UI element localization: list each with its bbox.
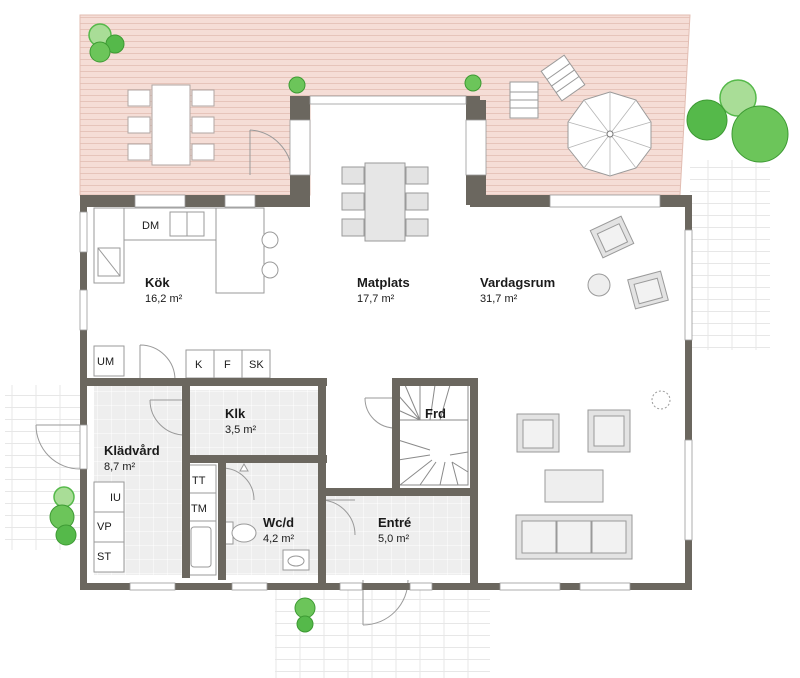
shrub-icon <box>288 76 306 94</box>
room-klk: Klk 3,5 m² <box>225 406 257 436</box>
room-wcd-area: 4,2 m² <box>263 533 295 545</box>
drying-cabinet-label: TM <box>191 503 207 515</box>
room-matplats-name: Matplats <box>357 275 410 290</box>
sun-loungers <box>509 54 586 119</box>
room-kok: Kök 16,2 m² <box>145 275 183 305</box>
room-entre: Entré 5,0 m² <box>378 515 411 545</box>
appliance-labels: DM UM K F SK TT TM IU VP ST <box>97 220 264 563</box>
fridge-label: K <box>195 359 203 371</box>
living-room-furniture <box>515 215 671 560</box>
room-kladvard: Klädvård 8,7 m² <box>104 443 160 473</box>
shrub-icon <box>464 74 482 92</box>
room-frd: Frd <box>425 406 446 421</box>
room-klk-area: 3,5 m² <box>225 424 257 436</box>
room-vardagsrum-name: Vardagsrum <box>480 275 555 290</box>
tree-icon <box>88 23 125 63</box>
storage-label: ST <box>97 551 111 563</box>
parasol <box>567 91 652 177</box>
heat-pump-label: VP <box>97 521 112 533</box>
room-matplats: Matplats 17,7 m² <box>357 275 410 305</box>
dryer-label: TT <box>192 475 206 487</box>
room-wcd-name: Wc/d <box>263 515 294 530</box>
room-frd-name: Frd <box>425 406 446 421</box>
room-klk-name: Klk <box>225 406 246 421</box>
laundry-fixtures <box>93 464 217 576</box>
room-entre-area: 5,0 m² <box>378 533 410 545</box>
tiled-floors <box>94 385 475 575</box>
room-matplats-area: 17,7 m² <box>357 293 395 305</box>
room-kok-area: 16,2 m² <box>145 293 183 305</box>
dining-set <box>341 162 429 242</box>
kitchen-counters <box>93 207 279 379</box>
room-vardagsrum: Vardagsrum 31,7 m² <box>480 275 555 305</box>
tree-icon <box>686 79 789 163</box>
room-kok-name: Kök <box>145 275 170 290</box>
cabinet-label: SK <box>249 359 264 371</box>
microwave-label: UM <box>97 356 114 368</box>
tree-icon <box>294 597 316 633</box>
room-wcd: Wc/d 4,2 m² <box>263 515 295 545</box>
room-kladvard-area: 8,7 m² <box>104 461 136 473</box>
freezer-label: F <box>224 359 231 371</box>
room-entre-name: Entré <box>378 515 411 530</box>
room-vardagsrum-area: 31,7 m² <box>480 293 518 305</box>
indoor-unit-label: IU <box>110 492 121 504</box>
terrace-dining-set <box>127 84 215 166</box>
staircase <box>397 384 469 486</box>
windows <box>79 95 693 591</box>
dishwasher-label: DM <box>142 220 159 232</box>
tree-icon <box>49 486 77 546</box>
room-kladvard-name: Klädvård <box>104 443 160 458</box>
bathroom-fixtures <box>224 462 310 571</box>
